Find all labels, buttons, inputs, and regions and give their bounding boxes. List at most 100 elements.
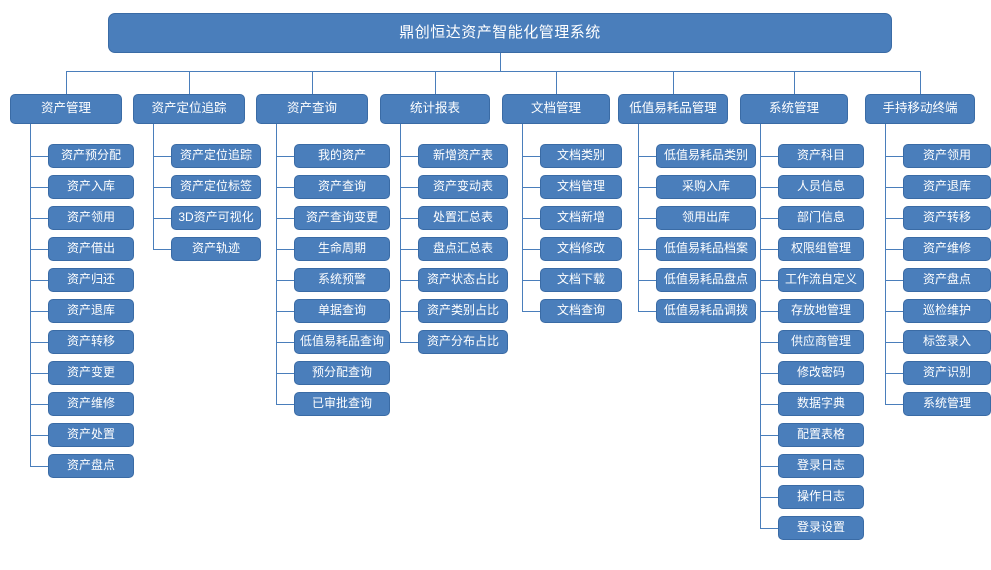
branch-node-4[interactable]: 统计报表 bbox=[380, 94, 490, 124]
child-stub-line-1-3 bbox=[153, 249, 171, 250]
leaf-node-4-4[interactable]: 盘点汇总表 bbox=[418, 237, 508, 261]
child-stub-line-6-1 bbox=[760, 187, 778, 188]
leaf-node-6-3[interactable]: 领用出库 bbox=[656, 206, 756, 230]
leaf-node-8-5[interactable]: 资产盘点 bbox=[903, 268, 991, 292]
root-node-title[interactable]: 鼎创恒达资产智能化管理系统 bbox=[108, 13, 892, 53]
leaf-node-1-5[interactable]: 资产归还 bbox=[48, 268, 134, 292]
child-stub-line-6-4 bbox=[760, 280, 778, 281]
leaf-node-1-6[interactable]: 资产退库 bbox=[48, 299, 134, 323]
branch-node-3[interactable]: 资产查询 bbox=[256, 94, 368, 124]
leaf-node-3-3[interactable]: 资产查询变更 bbox=[294, 206, 390, 230]
child-stub-line-0-6 bbox=[30, 342, 48, 343]
leaf-node-4-5[interactable]: 资产状态占比 bbox=[418, 268, 508, 292]
leaf-node-5-3[interactable]: 文档新增 bbox=[540, 206, 622, 230]
leaf-node-5-5[interactable]: 文档下载 bbox=[540, 268, 622, 292]
child-stub-line-6-6 bbox=[760, 342, 778, 343]
branch-node-5[interactable]: 文档管理 bbox=[502, 94, 610, 124]
leaf-node-7-2[interactable]: 人员信息 bbox=[778, 175, 864, 199]
child-stub-line-1-0 bbox=[153, 156, 171, 157]
child-spine-line-3 bbox=[400, 124, 401, 342]
leaf-node-1-8[interactable]: 资产变更 bbox=[48, 361, 134, 385]
leaf-node-4-2[interactable]: 资产变动表 bbox=[418, 175, 508, 199]
leaf-node-3-8[interactable]: 预分配查询 bbox=[294, 361, 390, 385]
leaf-node-1-1[interactable]: 资产预分配 bbox=[48, 144, 134, 168]
leaf-node-8-4[interactable]: 资产维修 bbox=[903, 237, 991, 261]
leaf-node-1-7[interactable]: 资产转移 bbox=[48, 330, 134, 354]
child-stub-line-3-0 bbox=[400, 156, 418, 157]
leaf-node-2-4[interactable]: 资产轨迹 bbox=[171, 237, 261, 261]
leaf-node-3-5[interactable]: 系统预警 bbox=[294, 268, 390, 292]
leaf-node-7-7[interactable]: 供应商管理 bbox=[778, 330, 864, 354]
branch-node-2[interactable]: 资产定位追踪 bbox=[133, 94, 245, 124]
leaf-node-1-2[interactable]: 资产入库 bbox=[48, 175, 134, 199]
leaf-node-3-1[interactable]: 我的资产 bbox=[294, 144, 390, 168]
branch-drop-line-6 bbox=[794, 71, 795, 94]
leaf-node-8-3[interactable]: 资产转移 bbox=[903, 206, 991, 230]
leaf-node-5-1[interactable]: 文档类别 bbox=[540, 144, 622, 168]
leaf-node-1-9[interactable]: 资产维修 bbox=[48, 392, 134, 416]
leaf-node-7-1[interactable]: 资产科目 bbox=[778, 144, 864, 168]
leaf-node-7-13[interactable]: 登录设置 bbox=[778, 516, 864, 540]
leaf-node-4-6[interactable]: 资产类别占比 bbox=[418, 299, 508, 323]
leaf-node-8-9[interactable]: 系统管理 bbox=[903, 392, 991, 416]
leaf-node-7-6[interactable]: 存放地管理 bbox=[778, 299, 864, 323]
leaf-node-1-11[interactable]: 资产盘点 bbox=[48, 454, 134, 478]
leaf-node-7-8[interactable]: 修改密码 bbox=[778, 361, 864, 385]
leaf-node-8-8[interactable]: 资产识别 bbox=[903, 361, 991, 385]
leaf-node-4-3[interactable]: 处置汇总表 bbox=[418, 206, 508, 230]
leaf-node-8-6[interactable]: 巡检维护 bbox=[903, 299, 991, 323]
child-stub-line-2-0 bbox=[276, 156, 294, 157]
child-stub-line-4-3 bbox=[522, 249, 540, 250]
child-stub-line-2-6 bbox=[276, 342, 294, 343]
leaf-node-2-2[interactable]: 资产定位标签 bbox=[171, 175, 261, 199]
leaf-node-3-9[interactable]: 已审批查询 bbox=[294, 392, 390, 416]
leaf-node-6-6[interactable]: 低值易耗品调拨 bbox=[656, 299, 756, 323]
leaf-node-7-9[interactable]: 数据字典 bbox=[778, 392, 864, 416]
child-stub-line-4-4 bbox=[522, 280, 540, 281]
leaf-node-6-5[interactable]: 低值易耗品盘点 bbox=[656, 268, 756, 292]
branch-node-1[interactable]: 资产管理 bbox=[10, 94, 122, 124]
leaf-node-8-7[interactable]: 标签录入 bbox=[903, 330, 991, 354]
leaf-node-7-5[interactable]: 工作流自定义 bbox=[778, 268, 864, 292]
child-stub-line-2-3 bbox=[276, 249, 294, 250]
leaf-node-8-2[interactable]: 资产退库 bbox=[903, 175, 991, 199]
leaf-node-5-2[interactable]: 文档管理 bbox=[540, 175, 622, 199]
child-spine-line-0 bbox=[30, 124, 31, 466]
leaf-node-5-6[interactable]: 文档查询 bbox=[540, 299, 622, 323]
leaf-node-1-4[interactable]: 资产借出 bbox=[48, 237, 134, 261]
leaf-node-7-12[interactable]: 操作日志 bbox=[778, 485, 864, 509]
leaf-node-5-4[interactable]: 文档修改 bbox=[540, 237, 622, 261]
child-stub-line-7-8 bbox=[885, 404, 903, 405]
branch-drop-line-0 bbox=[66, 71, 67, 94]
leaf-node-4-7[interactable]: 资产分布占比 bbox=[418, 330, 508, 354]
root-drop-line bbox=[500, 53, 501, 71]
leaf-node-3-4[interactable]: 生命周期 bbox=[294, 237, 390, 261]
child-stub-line-5-3 bbox=[638, 249, 656, 250]
leaf-node-6-1[interactable]: 低值易耗品类别 bbox=[656, 144, 756, 168]
branch-node-8[interactable]: 手持移动终端 bbox=[865, 94, 975, 124]
leaf-node-7-11[interactable]: 登录日志 bbox=[778, 454, 864, 478]
branch-node-6[interactable]: 低值易耗品管理 bbox=[618, 94, 728, 124]
leaf-node-3-6[interactable]: 单据查询 bbox=[294, 299, 390, 323]
child-stub-line-6-7 bbox=[760, 373, 778, 374]
leaf-node-6-4[interactable]: 低值易耗品档案 bbox=[656, 237, 756, 261]
branch-node-7[interactable]: 系统管理 bbox=[740, 94, 848, 124]
leaf-node-7-3[interactable]: 部门信息 bbox=[778, 206, 864, 230]
leaf-node-1-10[interactable]: 资产处置 bbox=[48, 423, 134, 447]
leaf-node-7-4[interactable]: 权限组管理 bbox=[778, 237, 864, 261]
leaf-node-3-2[interactable]: 资产查询 bbox=[294, 175, 390, 199]
child-spine-line-2 bbox=[276, 124, 277, 404]
leaf-node-2-1[interactable]: 资产定位追踪 bbox=[171, 144, 261, 168]
child-stub-line-0-8 bbox=[30, 404, 48, 405]
leaf-node-2-3[interactable]: 3D资产可视化 bbox=[171, 206, 261, 230]
leaf-node-8-1[interactable]: 资产领用 bbox=[903, 144, 991, 168]
leaf-node-4-1[interactable]: 新增资产表 bbox=[418, 144, 508, 168]
branch-drop-line-2 bbox=[312, 71, 313, 94]
leaf-node-3-7[interactable]: 低值易耗品查询 bbox=[294, 330, 390, 354]
child-stub-line-3-2 bbox=[400, 218, 418, 219]
leaf-node-7-10[interactable]: 配置表格 bbox=[778, 423, 864, 447]
leaf-node-1-3[interactable]: 资产领用 bbox=[48, 206, 134, 230]
child-stub-line-6-11 bbox=[760, 497, 778, 498]
leaf-node-6-2[interactable]: 采购入库 bbox=[656, 175, 756, 199]
